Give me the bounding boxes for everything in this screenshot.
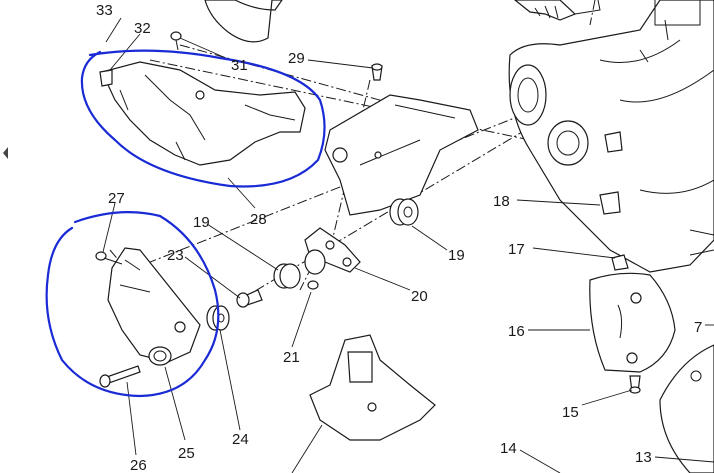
- oxygen-sensor: [514, 0, 601, 21]
- label-29: 29: [288, 50, 305, 67]
- bolt-26: [99, 365, 141, 388]
- label-18: 18: [493, 193, 510, 210]
- screw-27: [95, 251, 123, 265]
- silencer-lower: [659, 344, 714, 473]
- bolt-29: [371, 63, 383, 81]
- screw-21: [307, 280, 319, 290]
- label-13: 13: [635, 449, 652, 466]
- label-15: 15: [562, 404, 579, 421]
- silencer-bracket: [599, 191, 629, 271]
- exhaust-pipe-top: [204, 0, 283, 43]
- label-16: 16: [508, 323, 525, 340]
- bracket-20: [304, 227, 361, 275]
- label-14: 14: [500, 440, 517, 457]
- label-26: 26: [130, 457, 147, 473]
- silencer-assembly: [508, 0, 714, 273]
- rubber-mount-19-right: [389, 198, 419, 226]
- label-7: 7: [694, 319, 702, 336]
- label-17: 17: [508, 241, 525, 258]
- label-19-right: 19: [448, 247, 465, 264]
- label-31: 31: [231, 57, 248, 74]
- screw-31: [170, 31, 182, 51]
- heat-guard-28: [99, 61, 306, 166]
- rubber-mount-19-left: [236, 263, 301, 308]
- label-33: 33: [96, 2, 113, 19]
- heat-shield-16: [589, 272, 676, 373]
- label-32: 32: [134, 20, 151, 37]
- label-23: 23: [167, 247, 184, 264]
- mounting-plate: [324, 94, 479, 216]
- label-28: 28: [250, 211, 267, 228]
- collapse-panel-arrow-icon[interactable]: [0, 140, 10, 166]
- label-21: 21: [283, 349, 300, 366]
- highlight-circle-guard-23: [45, 211, 220, 398]
- leader-lines: [102, 17, 714, 473]
- heat-guard-23: [107, 247, 201, 366]
- highlight-circle-guard-28: [80, 49, 326, 188]
- heat-shield-14: [309, 334, 436, 441]
- label-27: 27: [108, 190, 125, 207]
- part-labels: 33 32 31 29 28 27 19 19 23 18 17 16 7 20…: [96, 2, 702, 473]
- label-19-left: 19: [193, 214, 210, 231]
- label-20: 20: [411, 288, 428, 305]
- label-24: 24: [232, 431, 249, 448]
- screw-15: [629, 375, 641, 394]
- label-25: 25: [178, 445, 195, 462]
